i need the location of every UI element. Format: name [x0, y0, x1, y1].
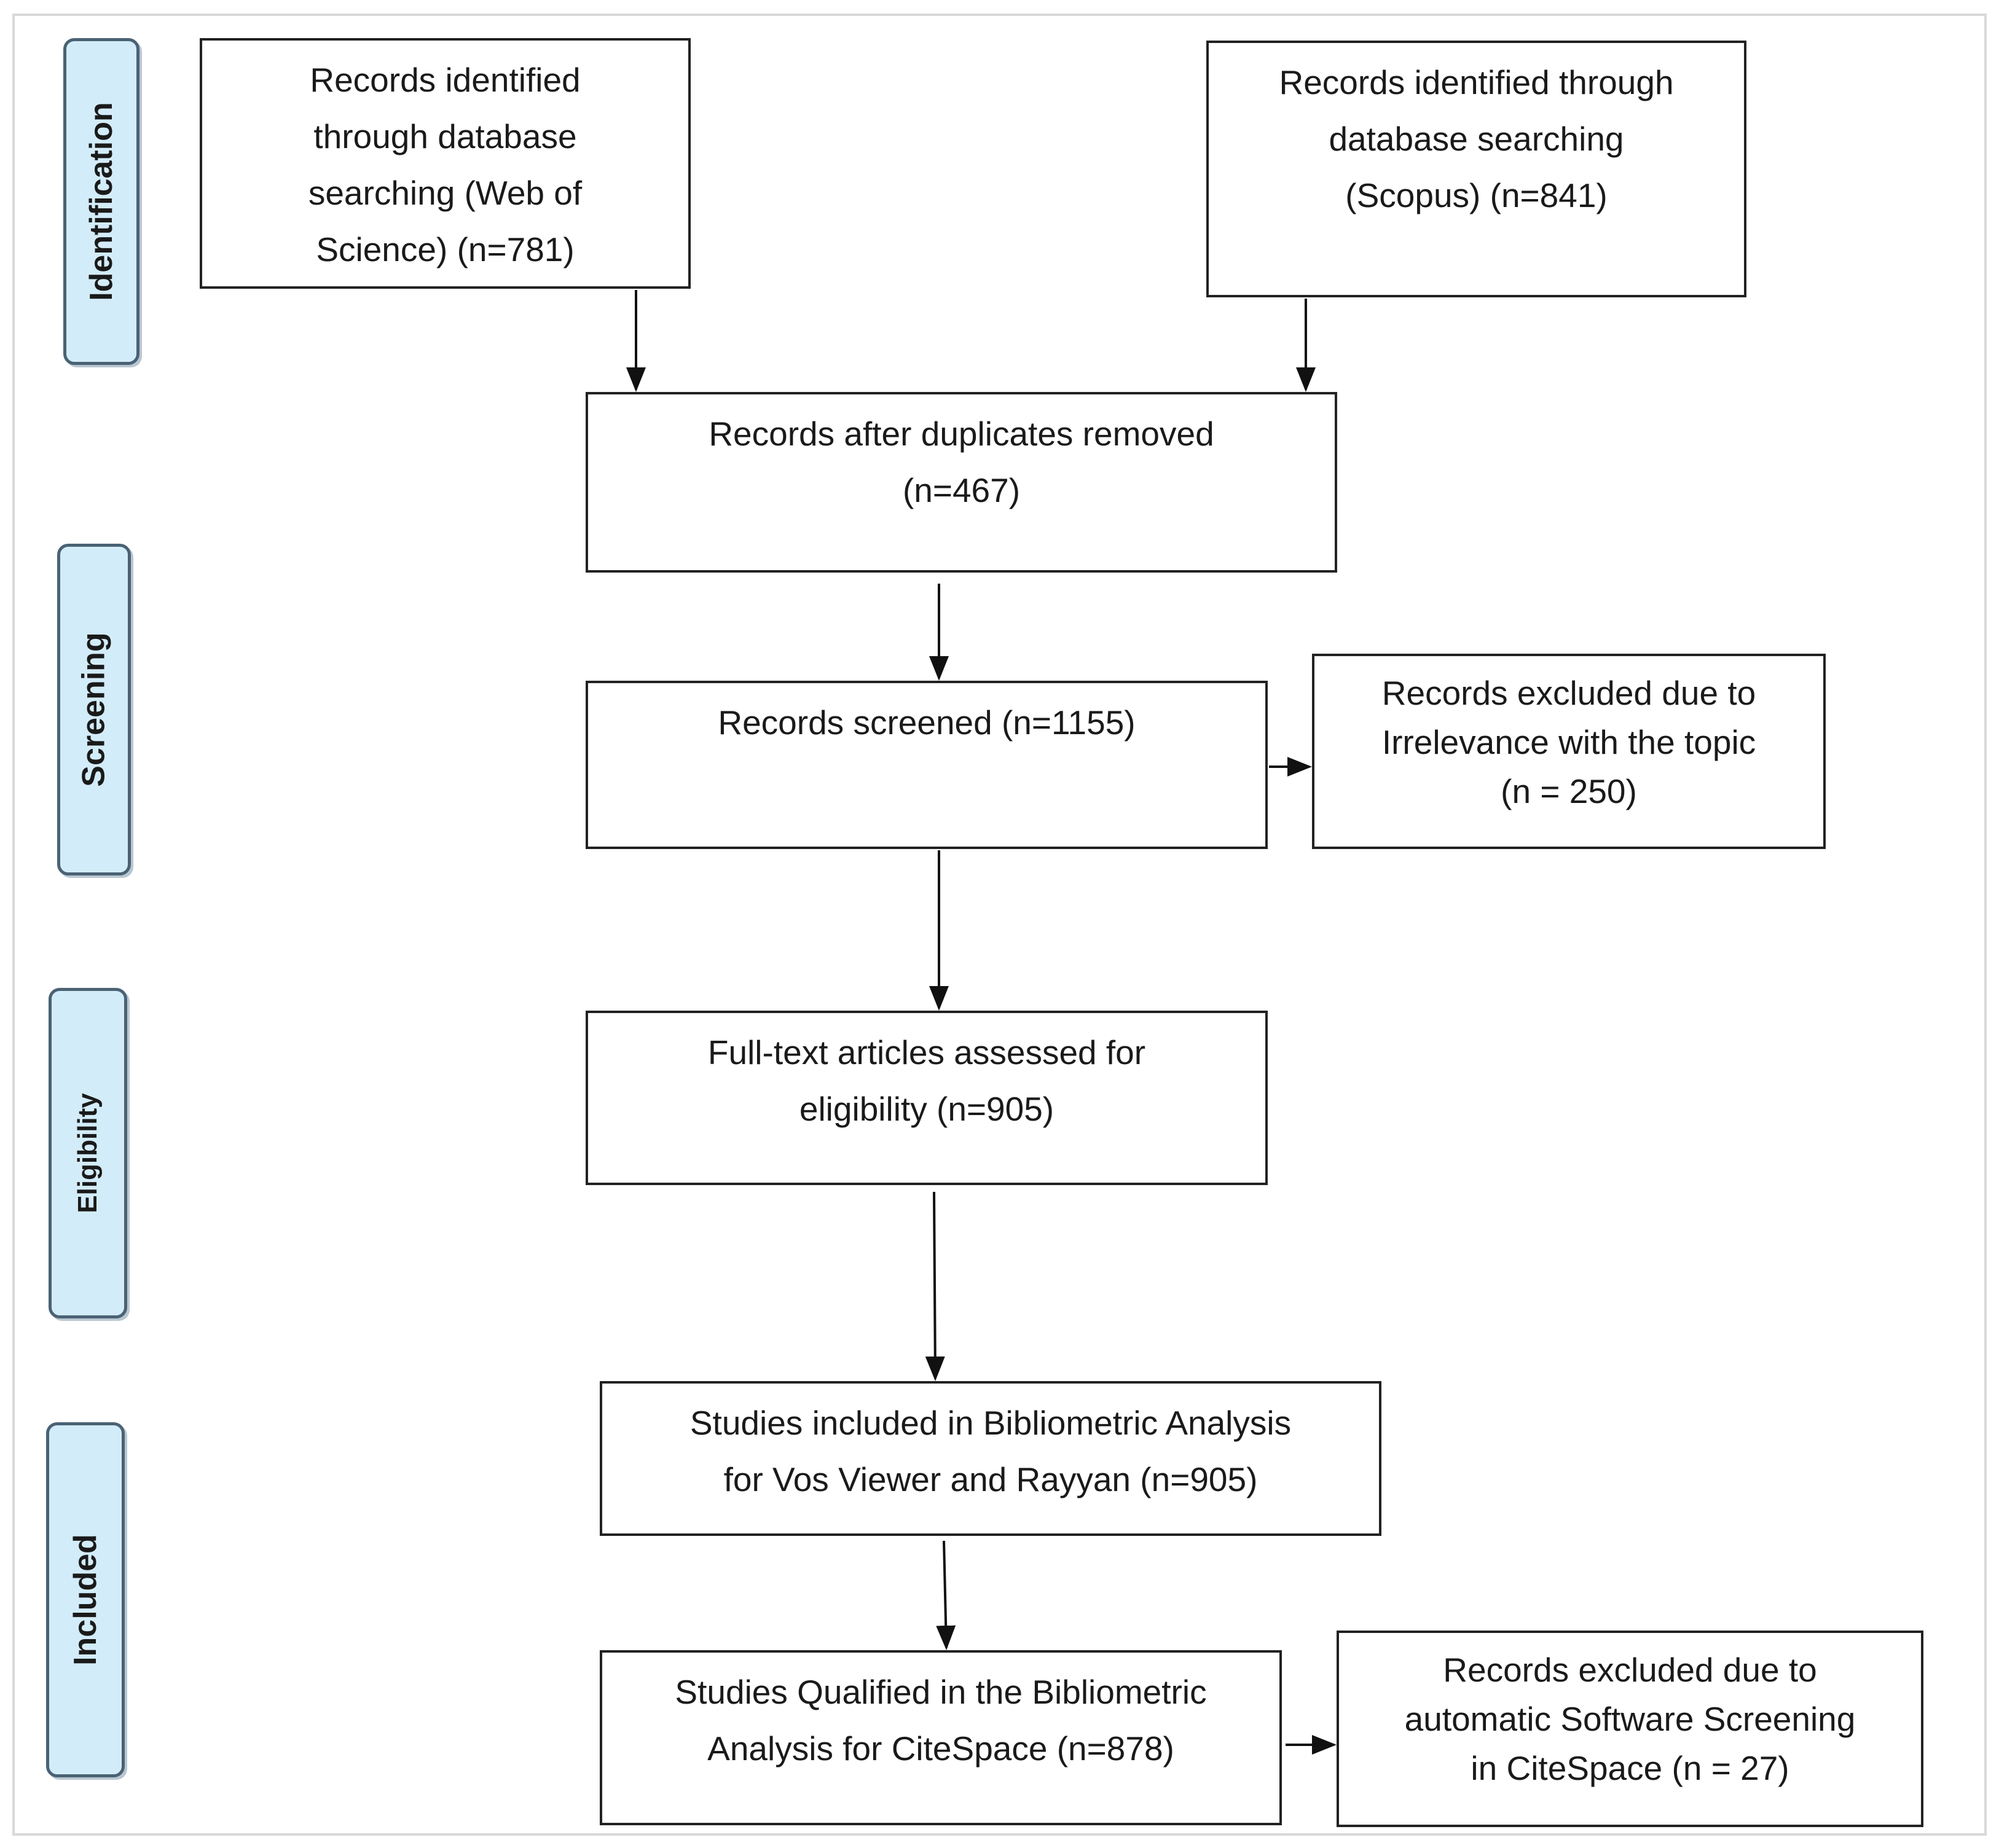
- stage-eligibility: Eligibility: [49, 988, 127, 1318]
- box-records-screened: Records screened (n=1155): [586, 681, 1268, 849]
- box-full-text-assessed: Full-text articles assessed for eligibil…: [586, 1011, 1268, 1185]
- stage-included: Included: [46, 1422, 125, 1777]
- box-line: Records identified: [310, 61, 581, 99]
- box-line: Science) (n=781): [316, 230, 575, 268]
- box-excluded-software: Records excluded due to automatic Softwa…: [1337, 1631, 1923, 1827]
- stage-screening-label: Screening: [76, 632, 112, 787]
- box-duplicates-removed: Records after duplicates removed (n=467): [586, 392, 1337, 573]
- box-line: database searching: [1329, 120, 1624, 158]
- box-line: Studies included in Bibliometric Analysi…: [689, 1404, 1292, 1442]
- box-line: (n = 250): [1501, 772, 1637, 810]
- box-line: through database: [313, 117, 577, 155]
- box-studies-qualified-citespace: Studies Qualified in the Bibliometric An…: [600, 1650, 1282, 1825]
- box-records-web-of-science: Records identified through database sear…: [200, 38, 691, 289]
- stage-screening: Screening: [57, 544, 131, 875]
- stage-identification: Identification: [63, 38, 139, 365]
- box-line: for Vos Viewer and Rayyan (n=905): [723, 1460, 1258, 1498]
- box-line: searching (Web of: [308, 174, 583, 212]
- box-excluded-irrelevance: Records excluded due to Irrelevance with…: [1312, 654, 1826, 849]
- box-line: Analysis for CiteSpace (n=878): [707, 1729, 1174, 1768]
- box-records-scopus: Records identified through database sear…: [1206, 41, 1746, 297]
- box-line: Records after duplicates removed: [709, 415, 1214, 453]
- box-line: (n=467): [902, 471, 1021, 509]
- stage-eligibility-label: Eligibility: [73, 1093, 103, 1213]
- box-line: Records excluded due to: [1443, 1651, 1817, 1689]
- stage-identification-label: Identification: [84, 102, 119, 301]
- stage-included-label: Included: [68, 1534, 104, 1666]
- box-line: Records identified through: [1279, 63, 1674, 101]
- box-line: Irrelevance with the topic: [1381, 723, 1756, 761]
- box-line: Records excluded due to: [1381, 674, 1756, 712]
- box-line: eligibility (n=905): [799, 1090, 1054, 1128]
- box-line: (Scopus) (n=841): [1345, 176, 1608, 214]
- box-line: Full-text articles assessed for: [707, 1033, 1146, 1071]
- figure-frame: [12, 14, 1987, 1836]
- box-studies-included-vos: Studies included in Bibliometric Analysi…: [600, 1381, 1381, 1536]
- box-line: Records screened (n=1155): [718, 703, 1136, 742]
- box-line: in CiteSpace (n = 27): [1471, 1749, 1789, 1787]
- box-line: automatic Software Screening: [1404, 1700, 1856, 1738]
- box-line: Studies Qualified in the Bibliometric: [675, 1673, 1207, 1711]
